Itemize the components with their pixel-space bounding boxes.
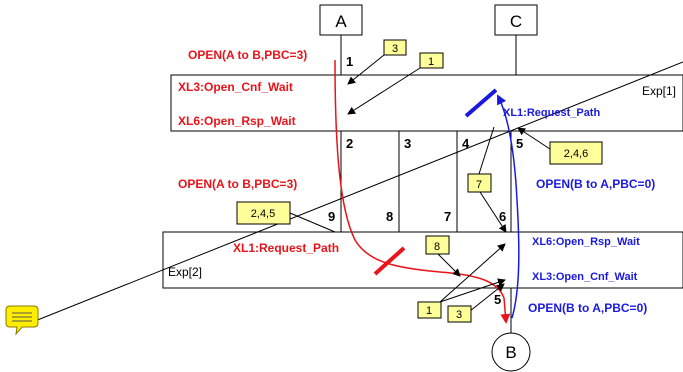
msg-red-top: OPEN(A to B,PBC=3)	[188, 48, 307, 62]
msg-blue-mid: OPEN(B to A,PBC=0)	[536, 177, 655, 191]
note-3-top	[383, 39, 407, 56]
note-7-pointer-up	[478, 126, 495, 175]
node-b-label: B	[505, 343, 516, 362]
note-1-top	[419, 52, 444, 69]
exp1-band	[170, 74, 683, 132]
port-3: 3	[404, 136, 411, 151]
note-246	[549, 141, 603, 165]
note-3-top-text: 3	[392, 43, 398, 55]
note-7-text: 7	[476, 179, 482, 191]
note-3-bottom-text: 3	[456, 309, 462, 321]
comment-icon[interactable]	[5, 305, 39, 336]
node-a-box	[319, 4, 363, 36]
blue-flow-arrow	[497, 94, 520, 319]
note-1-bottom-pointer-b	[439, 278, 506, 303]
state-xl3-top: XL3:Open_Cnf_Wait	[178, 80, 293, 94]
note-1-top-text: 1	[428, 56, 434, 68]
port-8: 8	[386, 209, 393, 224]
note-1-bottom	[417, 301, 442, 319]
port-9: 9	[328, 209, 335, 224]
port-5-top: 5	[516, 136, 523, 151]
note-3-bottom-pointer	[469, 283, 505, 312]
note-1-top-pointer	[347, 67, 421, 115]
blue-block-mark	[464, 88, 498, 118]
state-xl6-top: XL6:Open_Rsp_Wait	[178, 114, 296, 128]
msg-blue-bottom: OPEN(B to A,PBC=0)	[528, 301, 647, 315]
state-xl1-bottom: XL1:Request_Path	[233, 241, 339, 255]
note-246-pointer	[517, 127, 551, 150]
note-3-bottom	[447, 305, 472, 323]
msg-red-mid: OPEN(A to B,PBC=3)	[178, 177, 297, 191]
note-7	[467, 173, 492, 193]
state-xl6-bottom: XL6:Open_Rsp_Wait	[532, 236, 640, 248]
note-8	[425, 235, 450, 255]
node-a-label: A	[335, 12, 347, 31]
note-1-bottom-pointer-a	[439, 243, 506, 303]
note-8-pointer	[437, 253, 461, 277]
port-1: 1	[346, 54, 353, 69]
note-245-pointer	[289, 212, 336, 233]
state-xl3-bottom: XL3:Open_Cnf_Wait	[532, 271, 638, 283]
exp2-label: Exp[2]	[168, 265, 202, 279]
note-245-text: 2,4,5	[251, 208, 275, 220]
red-block-mark	[373, 246, 406, 276]
port-4: 4	[462, 136, 470, 151]
state-xl1-top: XL1:Request_Path	[503, 107, 600, 119]
note-1-bottom-text: 1	[426, 305, 432, 317]
port-2: 2	[346, 136, 353, 151]
exp2-band	[162, 231, 683, 289]
node-b-circle	[491, 332, 531, 372]
note-3-top-pointer	[347, 54, 385, 85]
port-7: 7	[444, 209, 451, 224]
note-7-pointer-down	[479, 191, 507, 233]
note-8-text: 8	[434, 241, 440, 253]
exp1-label: Exp[1]	[642, 84, 676, 98]
node-c-label: C	[510, 12, 522, 31]
note-245	[236, 201, 291, 225]
port-6: 6	[499, 209, 506, 224]
port-5-bottom: 5	[494, 292, 501, 307]
separator-line	[29, 61, 683, 324]
red-flow-arrow	[334, 59, 511, 324]
note-246-text: 2,4,6	[564, 148, 588, 160]
